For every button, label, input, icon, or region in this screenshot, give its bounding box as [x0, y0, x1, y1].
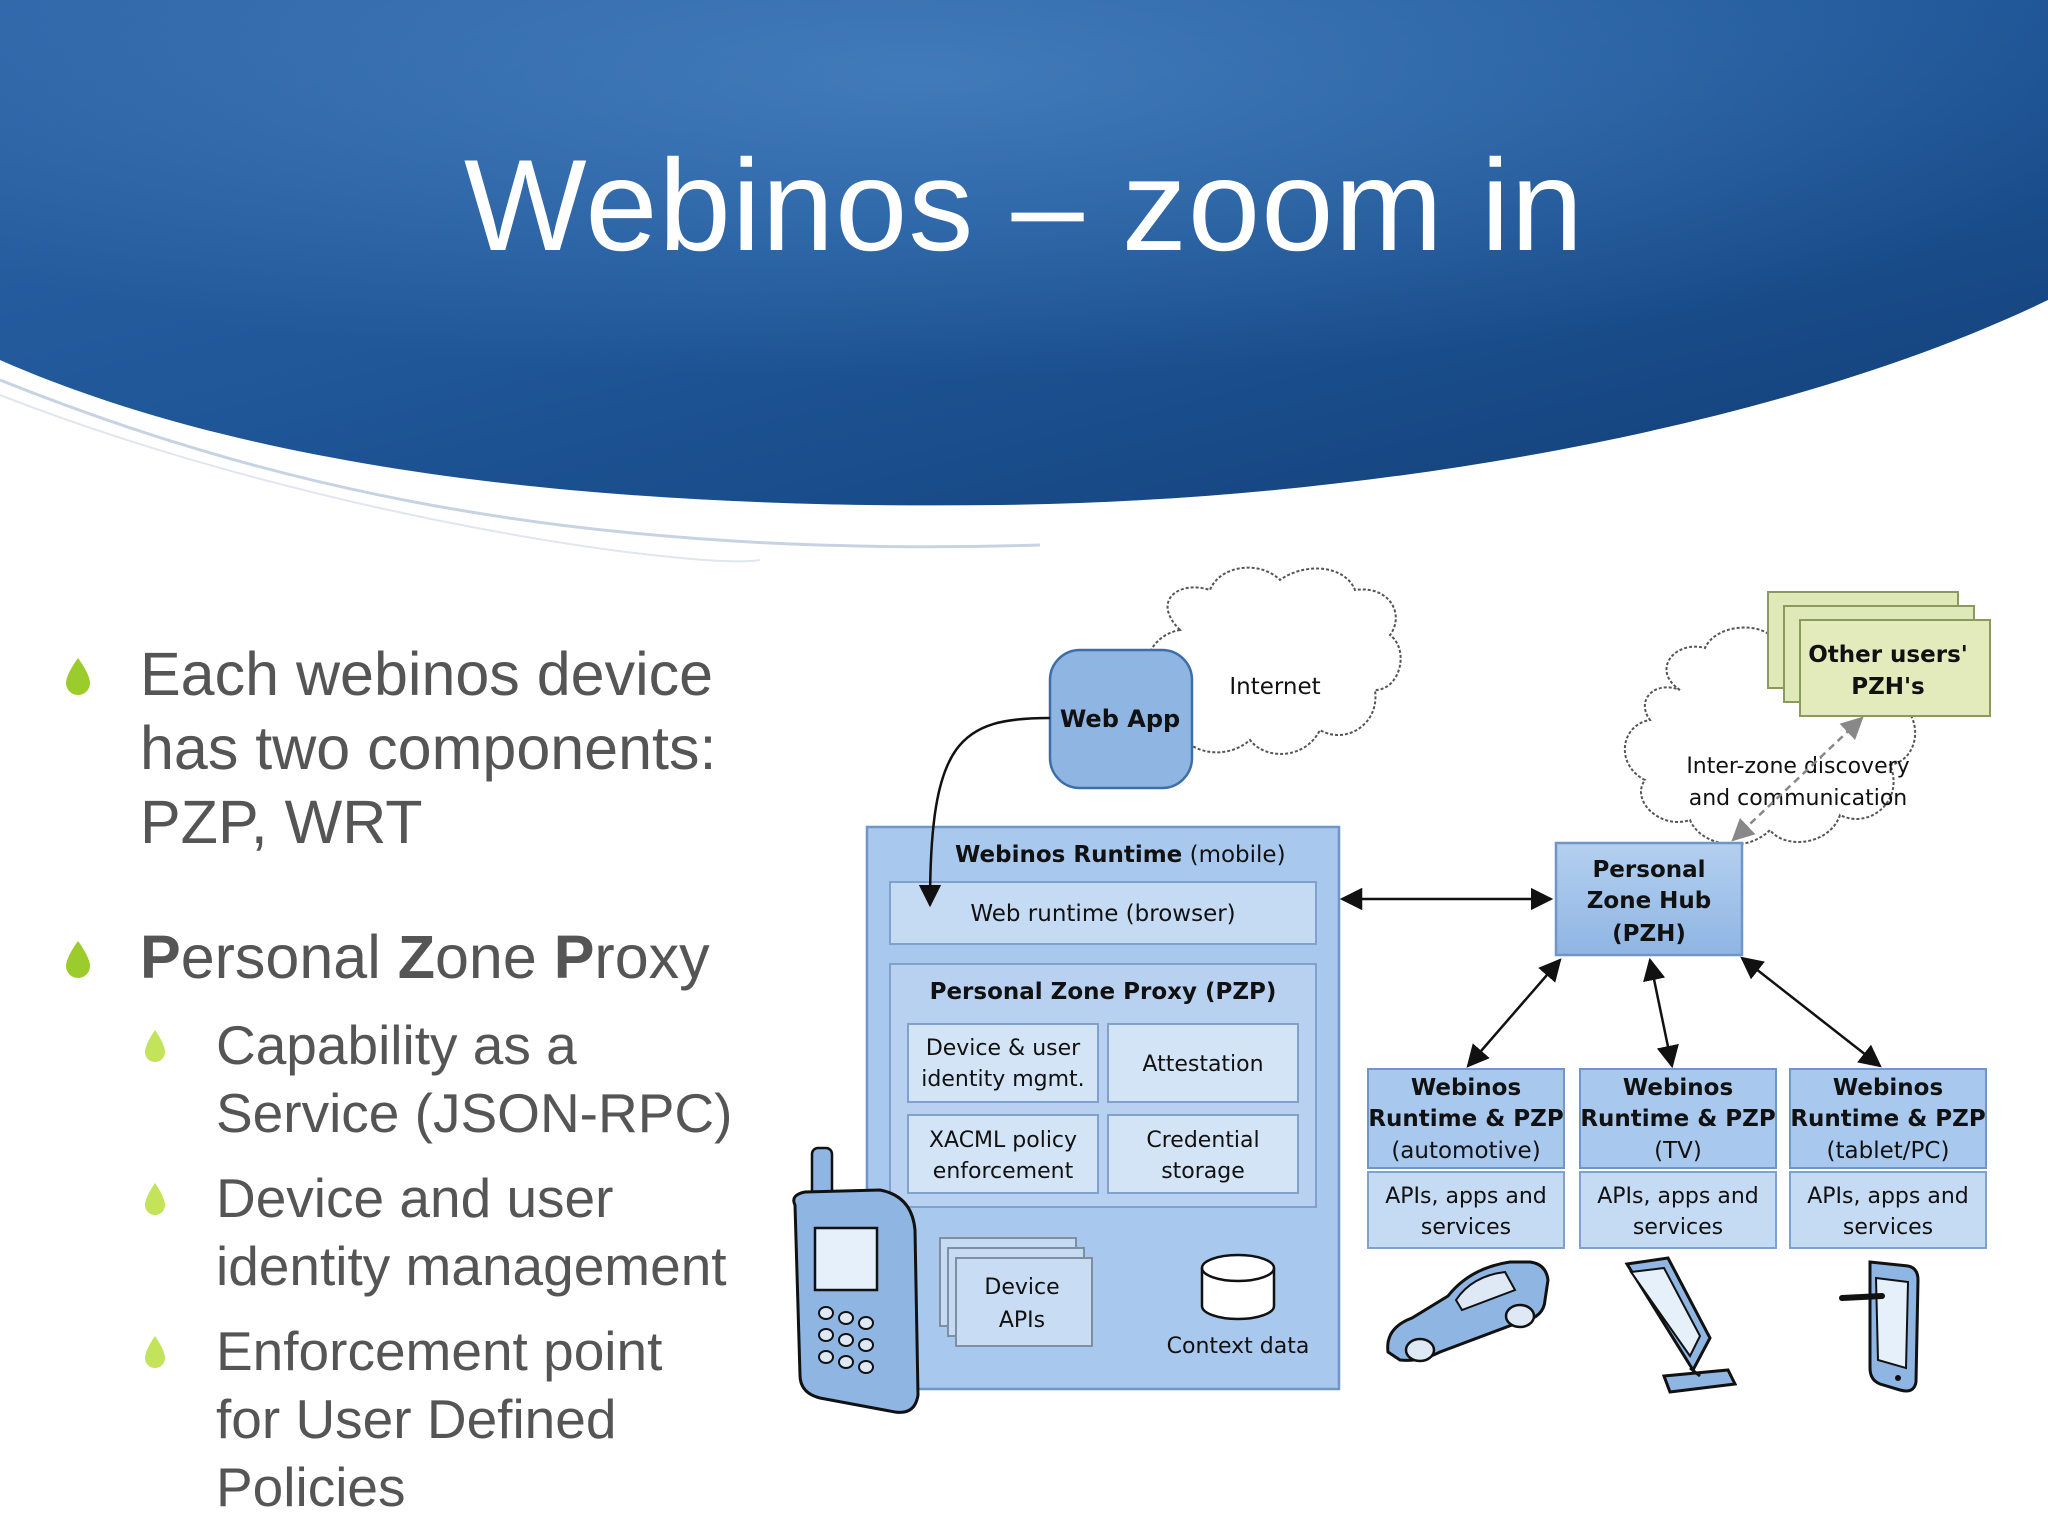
runtime-tablet-title-2: Runtime & PZP — [1790, 1106, 1985, 1132]
other-users-label-line-2: PZH's — [1851, 674, 1925, 700]
device-identity-label-line-2: identity mgmt. — [921, 1067, 1084, 1092]
inter-zone-label-line-1: Inter-zone discovery — [1686, 754, 1909, 779]
credential-label-line-2: storage — [1161, 1159, 1245, 1184]
pzh-box — [1554, 841, 1744, 957]
pzh-label-line-3: (PZH) — [1612, 921, 1686, 947]
xacml-box — [907, 1114, 1099, 1194]
sub-bullet-3-line-2: for User Defined — [216, 1388, 617, 1450]
mobile-phone-icon — [792, 1146, 920, 1414]
attestation-label: Attestation — [1142, 1052, 1263, 1077]
web-app-label: Web App — [1060, 705, 1180, 733]
tablet-icon — [1839, 1260, 1920, 1393]
attestation-box — [1107, 1023, 1299, 1103]
runtime-tv-title-1: Webinos — [1623, 1075, 1733, 1101]
web-runtime-box — [889, 881, 1317, 945]
runtime-automotive-apis-2: services — [1421, 1215, 1511, 1240]
bullet-list: Each webinos device has two components: … — [0, 0, 740, 1536]
pzp-title: Personal Zone Proxy (PZP) — [930, 979, 1277, 1005]
runtime-tablet: Webinos Runtime & PZP (tablet/PC) APIs, … — [1789, 1068, 1987, 1249]
pzh-tablet-arrow — [1740, 956, 1882, 1068]
device-apis-label-line-1: Device — [984, 1275, 1059, 1300]
other-users-pzh-stack: Other users' PZH's — [1767, 591, 1991, 717]
sub-bullet-drop-icon — [145, 1183, 165, 1215]
runtime-tv-title-2: Runtime & PZP — [1580, 1106, 1775, 1132]
database-icon — [1200, 1253, 1276, 1321]
runtime-tablet-apis-1: APIs, apps and — [1807, 1184, 1969, 1209]
sub-bullet-3-line-3: Policies — [216, 1456, 406, 1518]
credential-label-line-1: Credential — [1146, 1128, 1259, 1153]
bullet-1-line-1: Each webinos device — [140, 640, 714, 708]
runtime-mobile-title: Webinos Runtime (mobile) — [955, 842, 1286, 868]
car-icon — [1386, 1260, 1550, 1363]
inter-zone-arrow — [1731, 716, 1864, 842]
runtime-automotive: Webinos Runtime & PZP (automotive) APIs,… — [1367, 1068, 1565, 1249]
web-runtime-label: Web runtime (browser) — [970, 901, 1235, 927]
device-identity-box — [907, 1023, 1099, 1103]
bullet-2-heading: Personal Zone Proxy — [140, 923, 710, 991]
runtime-tablet-apis-2: services — [1843, 1215, 1933, 1240]
runtime-tv: Webinos Runtime & PZP (TV) APIs, apps an… — [1579, 1068, 1777, 1249]
context-data-label: Context data — [1167, 1334, 1310, 1359]
sub-bullet-1-line-1: Capability as a — [216, 1014, 577, 1076]
device-apis-stack: Device APIs — [939, 1237, 1093, 1347]
tv-icon — [1624, 1256, 1738, 1394]
xacml-label-line-1: XACML policy — [929, 1128, 1077, 1153]
runtime-tv-apis-2: services — [1633, 1215, 1723, 1240]
pzh-label-line-1: Personal — [1592, 857, 1705, 883]
runtime-tv-variant: (TV) — [1654, 1138, 1702, 1164]
inter-zone-label-line-2: and communication — [1689, 786, 1908, 811]
runtime-tablet-title-1: Webinos — [1833, 1075, 1943, 1101]
runtime-automotive-title-1: Webinos — [1411, 1075, 1521, 1101]
runtime-tablet-variant: (tablet/PC) — [1827, 1138, 1950, 1164]
runtime-tv-apis-1: APIs, apps and — [1597, 1184, 1759, 1209]
xacml-label-line-2: enforcement — [933, 1159, 1074, 1184]
device-identity-label-line-1: Device & user — [926, 1036, 1081, 1061]
web-app-to-runtime-arrow — [918, 716, 1051, 908]
runtime-automotive-variant: (automotive) — [1391, 1138, 1540, 1164]
pzh-automotive-arrow — [1466, 958, 1562, 1068]
other-users-label-line-1: Other users' — [1808, 642, 1968, 668]
sub-bullet-drop-icon — [145, 1030, 165, 1062]
credential-box — [1107, 1114, 1299, 1194]
sub-bullet-2-line-2: identity management — [216, 1235, 727, 1297]
pzh-label-line-2: Zone Hub — [1587, 888, 1712, 914]
bullet-drop-icon — [66, 941, 90, 978]
bullet-drop-icon — [66, 658, 90, 695]
sub-bullet-1-line-2: Service (JSON-RPC) — [216, 1082, 733, 1144]
pzh-tv-arrow — [1643, 957, 1679, 1069]
bullet-1-line-2: has two components: — [140, 714, 717, 782]
sub-bullet-2-line-1: Device and user — [216, 1167, 614, 1229]
runtime-automotive-title-2: Runtime & PZP — [1368, 1106, 1563, 1132]
sub-bullet-drop-icon — [145, 1336, 165, 1368]
sub-bullet-3-line-1: Enforcement point — [216, 1320, 663, 1382]
runtime-automotive-apis-1: APIs, apps and — [1385, 1184, 1547, 1209]
bullet-1-line-3: PZP, WRT — [140, 788, 423, 856]
slide-title: Webinos – zoom in — [463, 132, 1585, 278]
device-apis-label-line-2: APIs — [999, 1308, 1045, 1333]
internet-label: Internet — [1229, 674, 1320, 700]
